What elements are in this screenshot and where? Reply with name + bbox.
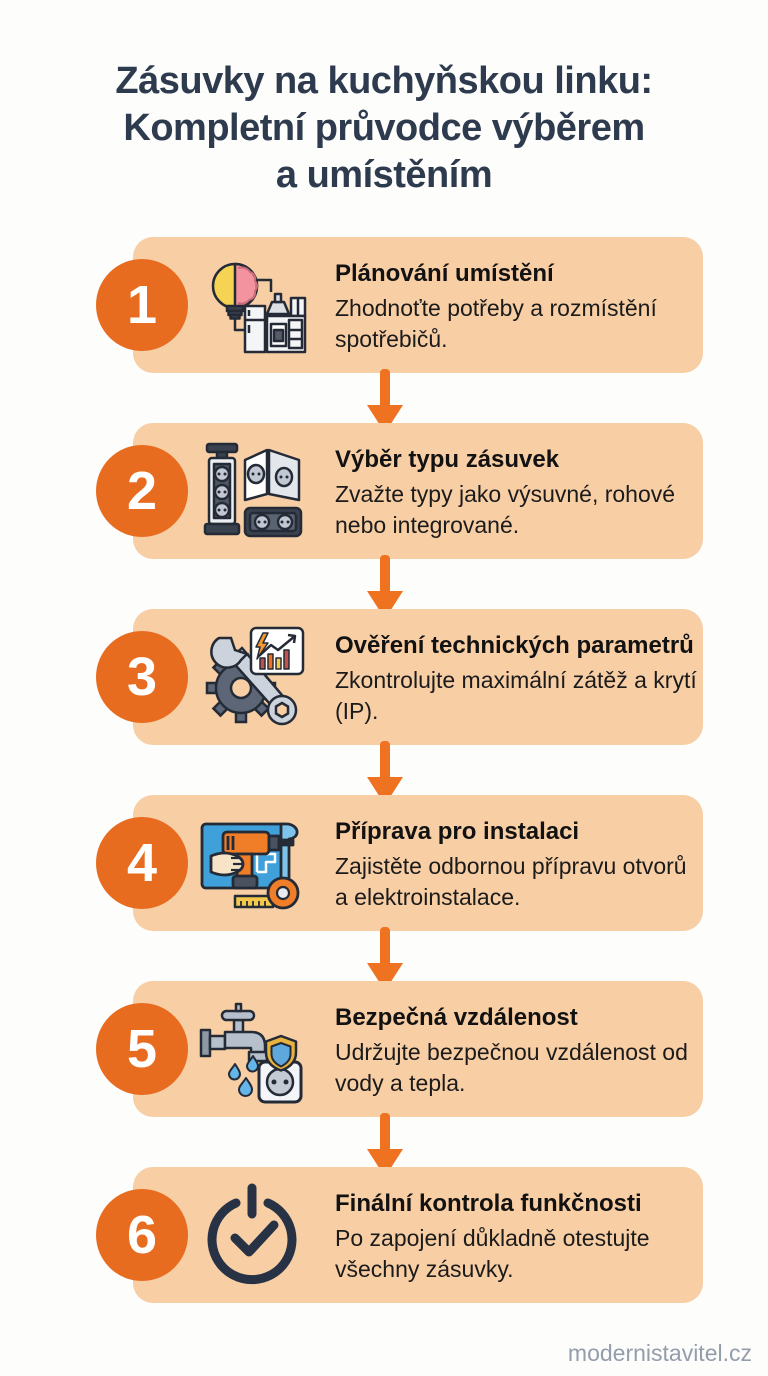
step-card-2: 2 (96, 423, 703, 559)
step-description: Udržujte bezpečnou vzdálenost od vody a … (335, 1039, 688, 1096)
power-check-icon (197, 1180, 307, 1290)
step-number: 3 (126, 647, 158, 707)
down-arrow-icon (365, 1113, 405, 1179)
step-number-badge: 1 (96, 259, 188, 351)
step-card-6: 6 Finální kontrola funkčnosti Po zapojen… (96, 1167, 703, 1303)
step-description: Zajistěte odbornou přípravu otvorů a ele… (335, 853, 687, 910)
step-number-badge: 6 (96, 1189, 188, 1281)
step-number-badge: 3 (96, 631, 188, 723)
step-number: 6 (126, 1205, 158, 1265)
step-description: Po zapojení důkladně otestujte všechny z… (335, 1225, 650, 1282)
step-card-1: 1 (96, 237, 703, 373)
step-card-3: 3 (96, 609, 703, 745)
idea-kitchen-icon (197, 250, 307, 360)
step-description: Zhodnoťte potřeby a rozmístění spotřebič… (335, 295, 657, 352)
down-arrow-icon (365, 927, 405, 993)
step-title: Příprava pro instalaci (335, 818, 580, 845)
step-card-5: 5 (96, 981, 703, 1117)
down-arrow-icon (365, 741, 405, 807)
step-number-badge: 2 (96, 445, 188, 537)
drill-blueprint-icon (197, 808, 307, 918)
step-description: Zkontrolujte maximální zátěž a krytí (IP… (335, 667, 697, 724)
step-title: Plánování umístění (335, 260, 554, 287)
step-number: 1 (126, 275, 158, 335)
footer-brand: modernistavitel.cz (567, 1340, 752, 1366)
step-title: Finální kontrola funkčnosti (335, 1190, 642, 1217)
down-arrow-icon (365, 369, 405, 435)
socket-types-icon (197, 436, 307, 546)
step-number-badge: 4 (96, 817, 188, 909)
step-title: Bezpečná vzdálenost (335, 1004, 578, 1031)
faucet-shield-socket-icon (197, 994, 307, 1104)
step-title: Ověření technických parametrů (335, 632, 694, 659)
page-title-line-2: Kompletní průvodce výběrem (123, 107, 645, 149)
step-description: Zvažte typy jako výsuvné, rohové nebo in… (335, 481, 676, 538)
gear-wrench-chart-icon (197, 622, 307, 732)
step-number: 2 (126, 461, 158, 521)
step-number: 5 (126, 1019, 158, 1079)
page-title-line-1: Zásuvky na kuchyňskou linku: (115, 60, 653, 102)
page-title: Zásuvky na kuchyňskou linku: Kompletní p… (0, 58, 768, 199)
step-title: Výběr typu zásuvek (335, 446, 560, 473)
page-title-line-3: a umístěním (275, 154, 493, 196)
step-card-4: 4 (96, 795, 703, 931)
down-arrow-icon (365, 555, 405, 621)
step-number: 4 (126, 833, 158, 893)
step-number-badge: 5 (96, 1003, 188, 1095)
